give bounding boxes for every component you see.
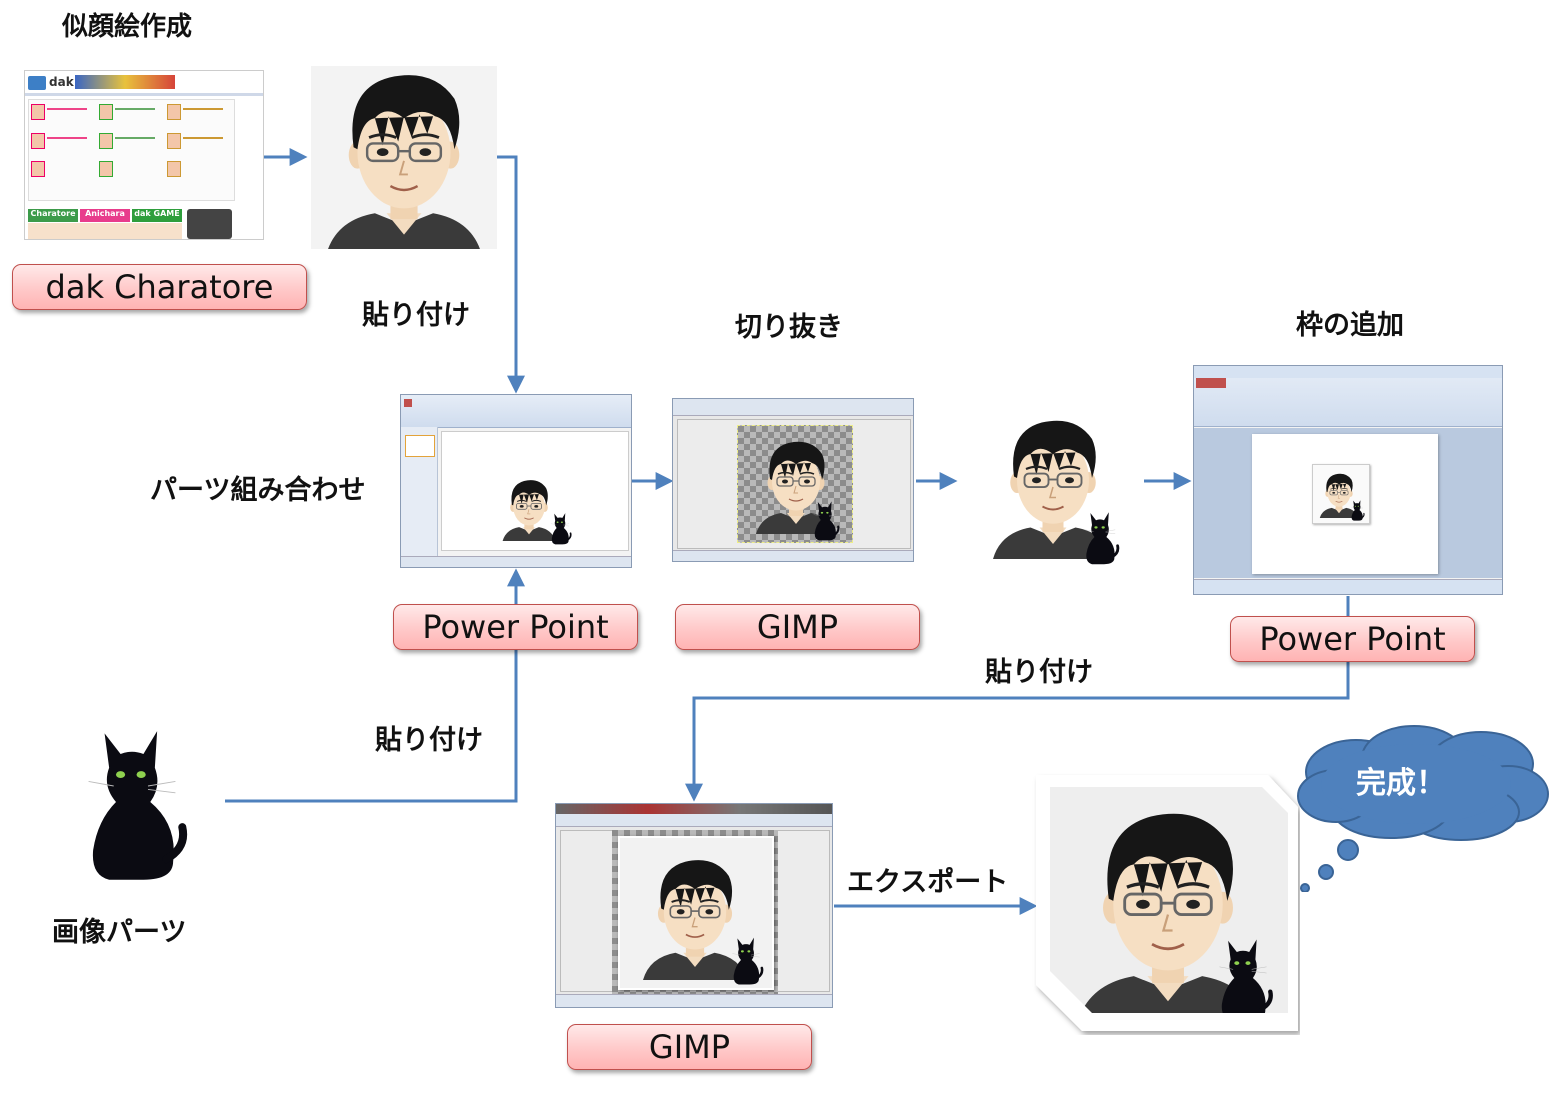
label-crop: 切り抜き <box>735 312 843 343</box>
gimp-screenshot-1 <box>672 398 914 562</box>
gimp-screenshot-2 <box>555 803 833 1008</box>
dak-website-screenshot: dak Charatore Anichara dak GAME <box>24 70 264 240</box>
label-paste-1: 貼り付け <box>362 300 470 331</box>
tool-powerpoint-2: Power Point <box>1230 616 1475 662</box>
dak-logo: dak <box>49 75 74 89</box>
banner-charatore: Charatore <box>28 209 78 222</box>
powerpoint-screenshot-2 <box>1193 365 1503 595</box>
label-export: エクスポート <box>847 867 1009 898</box>
black-cat-illustration <box>72 722 192 882</box>
arrow-face-to-powerpoint <box>497 155 525 394</box>
tool-powerpoint-1: Power Point <box>393 604 638 650</box>
label-paste-3: 貼り付け <box>375 725 483 756</box>
cat-image-part <box>72 722 192 882</box>
tool-gimp-1: GIMP <box>675 604 920 650</box>
face-thumbnail <box>496 474 572 546</box>
label-add-frame: 枠の追加 <box>1296 310 1404 341</box>
banner-anichara: Anichara <box>80 209 130 222</box>
done-text: 完成！ <box>1356 766 1446 801</box>
banner-dak-game: dak GAME <box>132 209 182 222</box>
generated-face <box>307 60 501 254</box>
tool-gimp-2: GIMP <box>567 1024 812 1070</box>
powerpoint-screenshot-1 <box>400 394 632 568</box>
final-framed-icon <box>1032 773 1300 1035</box>
page-title: 似顔絵作成 <box>62 12 193 42</box>
tool-dak-charatore: dak Charatore <box>12 264 307 310</box>
face-illustration <box>307 60 501 254</box>
label-image-parts: 画像パーツ <box>52 917 187 948</box>
cutout-face-with-cat <box>978 396 1128 572</box>
label-paste-2: 貼り付け <box>985 657 1093 688</box>
done-thought-cloud: 完成！ <box>1296 722 1552 893</box>
framed-canvas <box>612 830 778 994</box>
label-combine-parts: パーツ組み合わせ <box>150 475 366 506</box>
transparent-canvas <box>737 425 853 543</box>
